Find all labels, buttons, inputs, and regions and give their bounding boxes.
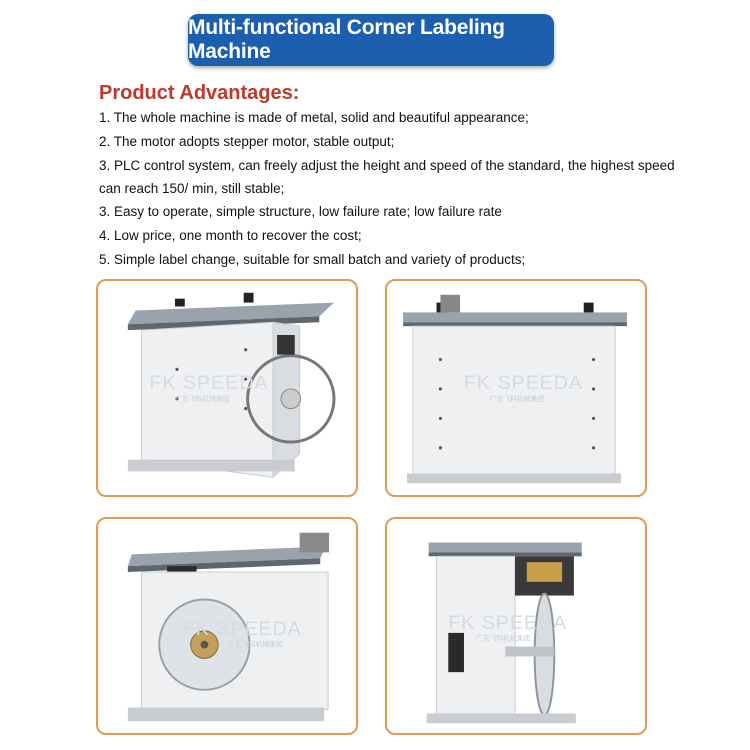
machine-image-angled: FK SPEEDA 广东飞科机械集团 [127, 292, 336, 479]
machine-image-front: FK SPEEDA 广东飞科机械集团 [403, 294, 627, 484]
machine-photo-front: FK SPEEDA 广东飞科机械集团 [385, 279, 647, 497]
advantage-item: 3. PLC control system, can freely adjust… [99, 158, 675, 196]
photo-watermark: FK SPEEDA [149, 372, 268, 394]
machine-image-reel: FK SPEEDA 广东飞科机械集团 [127, 532, 330, 722]
machine-photo-reel: FK SPEEDA 广东飞科机械集团 [96, 517, 358, 735]
advantage-item: 2. The motor adopts stepper motor, stabl… [99, 134, 395, 149]
photo-watermark: FK SPEEDA [183, 618, 302, 640]
advantages-list: 1. The whole machine is made of metal, s… [99, 106, 679, 272]
machine-image-side: FK SPEEDA 广东飞科机械集团 [426, 542, 582, 724]
advantage-item: 4. Low price, one month to recover the c… [99, 228, 362, 243]
photo-watermark-sub: 广东飞科机械集团 [489, 394, 544, 403]
advantages-heading: Product Advantages: [99, 82, 300, 104]
machine-photo-side: FK SPEEDA 广东飞科机械集团 [385, 517, 647, 735]
advantage-item: 3. Easy to operate, simple structure, lo… [99, 204, 502, 219]
photo-watermark: FK SPEEDA [448, 612, 567, 634]
photo-watermark: FK SPEEDA [464, 372, 583, 394]
advantage-item: 5. Simple label change, suitable for sma… [99, 252, 526, 267]
advantage-item: 1. The whole machine is made of metal, s… [99, 110, 529, 125]
photo-watermark-sub: 广东飞科机械集团 [228, 640, 283, 649]
photo-watermark-sub: 广东飞科机械集团 [476, 634, 531, 643]
photo-watermark-sub: 广东飞科机械集团 [175, 394, 230, 403]
page-title: Multi-functional Corner Labeling Machine [188, 16, 505, 63]
machine-photo-angled: FK SPEEDA 广东飞科机械集团 [96, 279, 358, 497]
title-banner: Multi-functional Corner Labeling Machine [188, 14, 554, 66]
